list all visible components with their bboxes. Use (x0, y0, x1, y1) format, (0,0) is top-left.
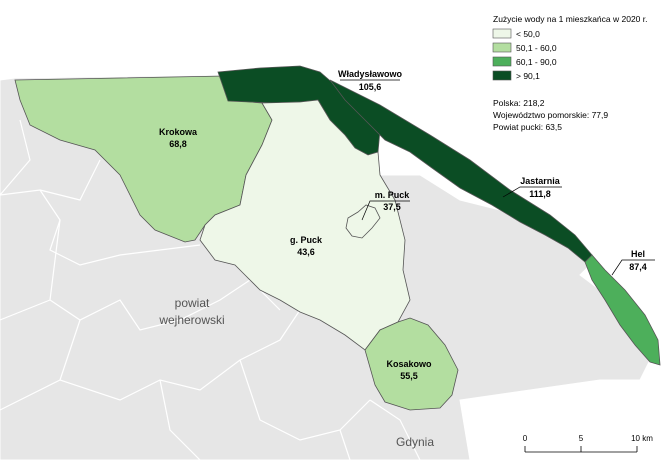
label-m-puck: m. Puck 37,5 (361, 190, 411, 221)
label-krokowa-name: Krokowa (159, 127, 198, 137)
scale-bar-label-0: 0 (523, 434, 528, 443)
label-g-puck-name: g. Puck (290, 235, 323, 245)
label-m-puck-value: 37,5 (383, 202, 401, 212)
region-hel[interactable] (584, 254, 661, 366)
scale-bar-label-5: 5 (579, 434, 584, 443)
label-m-puck-name: m. Puck (375, 190, 411, 200)
context-gdynia: Gdynia (396, 435, 434, 449)
label-krokowa-value: 68,8 (169, 139, 187, 149)
label-kosakowo-name: Kosakowo (386, 359, 432, 369)
legend-label-1: 50,1 - 60,0 (516, 43, 557, 53)
label-hel-name: Hel (631, 249, 645, 259)
legend-stat-polska: Polska: 218,2 (493, 98, 545, 108)
legend-label-3: > 90,1 (516, 71, 540, 81)
context-powiat-line1: powiat (175, 296, 210, 310)
region-g-puck[interactable] (199, 99, 411, 351)
legend-stat-wojewodztwo: Województwo pomorskie: 77,9 (493, 110, 608, 120)
background-borders (0, 119, 421, 460)
region-jastarnia[interactable] (329, 79, 593, 263)
legend-swatch-1 (492, 42, 512, 53)
scale-bar: 0 5 10 km (523, 434, 653, 453)
legend: Zużycie wody na 1 mieszkańca w 2020 r. <… (492, 14, 648, 132)
legend-label-0: < 50,0 (516, 29, 540, 39)
label-wladyslawowo-value: 105,6 (359, 82, 382, 92)
legend-stat-powiat: Powiat pucki: 63,5 (493, 122, 562, 132)
label-kosakowo: Kosakowo 55,5 (386, 359, 432, 381)
legend-swatch-3 (492, 70, 512, 81)
label-jastarnia-name: Jastarnia (520, 176, 561, 186)
region-kosakowo[interactable] (364, 317, 459, 411)
context-powiat-line2: wejherowski (158, 313, 224, 327)
region-m-puck[interactable] (345, 204, 381, 239)
label-g-puck-value: 43,6 (297, 247, 315, 257)
label-wladyslawowo-name: Władysławowo (338, 69, 403, 79)
label-jastarnia: Jastarnia 111,8 (502, 176, 562, 199)
label-jastarnia-line (502, 186, 562, 198)
label-wladyslawowo: Władysławowo 105,6 (338, 69, 403, 92)
label-hel-line (611, 259, 655, 276)
legend-swatch-0 (492, 28, 512, 39)
label-jastarnia-value: 111,8 (529, 189, 551, 199)
scale-bar-label-10: 10 km (631, 434, 653, 443)
label-m-puck-line (361, 200, 410, 221)
label-hel: Hel 87,4 (611, 249, 655, 276)
legend-label-2: 60,1 - 90,0 (516, 57, 557, 67)
legend-title: Zużycie wody na 1 mieszkańca w 2020 r. (493, 14, 648, 24)
label-g-puck: g. Puck 43,6 (290, 235, 323, 257)
label-hel-value: 87,4 (629, 262, 647, 272)
label-kosakowo-value: 55,5 (400, 371, 418, 381)
label-krokowa: Krokowa 68,8 (159, 127, 198, 149)
legend-swatch-2 (492, 56, 512, 67)
